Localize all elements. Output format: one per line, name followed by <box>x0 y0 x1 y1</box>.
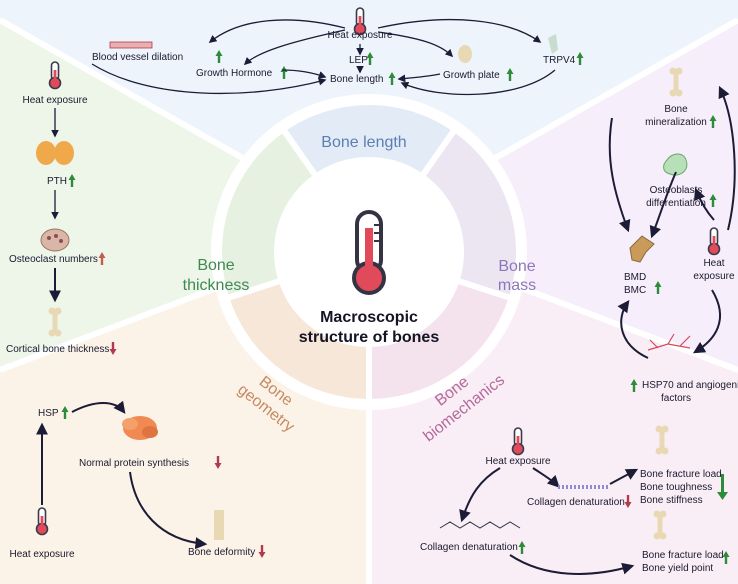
bl-hsp: HSP <box>38 408 59 419</box>
blood-vessel-network-icon <box>647 333 691 351</box>
br-heat-exposure: Heat exposure <box>485 456 550 467</box>
left-pathway: Heat exposure PTH Osteoclast numbers Cor… <box>6 61 117 355</box>
right-bone-mineral-2: mineralization <box>645 117 707 128</box>
br-toughness: Bone toughness <box>640 482 712 493</box>
br-fracture-load-2: Bone fracture load <box>642 550 724 561</box>
segment-label-mass-line1: Bone <box>498 258 535 275</box>
bottom-right-pathway: Heat exposure Collagen denaturation Bone… <box>420 425 730 575</box>
right-thermometer-icon <box>707 227 721 256</box>
br-stiffness: Bone stiffness <box>640 495 703 506</box>
down-arrow-icon <box>717 474 728 500</box>
trpv4-icon <box>548 34 558 54</box>
br-collagen-bottom: Collagen denaturation <box>420 542 518 553</box>
bl-protein-synthesis: Normal protein synthesis <box>79 458 189 469</box>
left-pth: PTH <box>47 176 67 187</box>
right-bone-mineral-1: Bone <box>664 104 688 115</box>
panel-left <box>0 20 369 370</box>
panel-right <box>369 20 738 370</box>
segment-label-thickness-line1: Bone <box>197 257 234 274</box>
segment-label-mass-line2: mass <box>498 277 536 294</box>
center-title-line1: Macroscopic <box>320 309 418 326</box>
bottom-left-pathway: HSP Normal protein synthesis Heat exposu… <box>9 400 266 560</box>
right-bmd: BMD <box>624 272 646 283</box>
osteoblast-icon <box>663 153 688 176</box>
segment-label-thickness-line2: thickness <box>183 277 250 294</box>
right-pathway: Bone mineralization Osteoblasts differen… <box>608 67 738 404</box>
blood-vessel-icon <box>109 41 153 49</box>
center-title-line2: structure of bones <box>299 329 440 346</box>
deformed-bone-icon <box>214 510 224 540</box>
bl-bone-deformity: Bone deformity <box>188 547 255 558</box>
left-heat-exposure: Heat exposure <box>22 95 87 106</box>
segment-label-length: Bone length <box>321 134 406 151</box>
top-heat-exposure: Heat exposure <box>327 30 392 41</box>
top-trpv4: TRPV4 <box>543 55 576 66</box>
growth-plate-icon <box>458 45 472 63</box>
thyroid-icon <box>36 141 74 165</box>
br-fracture-load-1: Bone fracture load <box>640 469 722 480</box>
left-cortical-thickness: Cortical bone thickness <box>6 344 109 355</box>
bmd-bone-icon <box>629 235 655 263</box>
br-thermometer-icon <box>511 427 525 456</box>
left-thermometer-icon <box>48 61 62 90</box>
right-heat-1: Heat <box>703 258 724 269</box>
br-collagen-top: Collagen denaturation <box>527 497 625 508</box>
top-bone-length: Bone length <box>330 74 383 85</box>
top-pathway: Heat exposure Blood vessel dilation LEP … <box>91 7 584 96</box>
top-lep: LEP <box>349 55 368 66</box>
center-thermometer-icon <box>352 210 386 295</box>
right-osteoblasts-1: Osteoblasts <box>650 185 703 196</box>
top-vessel-dilation: Blood vessel dilation <box>92 52 183 63</box>
right-bmc: BMC <box>624 285 646 296</box>
right-heat-2: exposure <box>693 271 735 282</box>
bl-heat-exposure: Heat exposure <box>9 549 74 560</box>
left-osteoclast-numbers: Osteoclast numbers <box>9 254 98 265</box>
protein-icon <box>122 416 158 440</box>
osteoclast-icon <box>40 228 70 252</box>
br-yield-point: Bone yield point <box>642 563 713 574</box>
collagen-molecule-icon <box>439 521 521 529</box>
right-osteoblasts-2: differentiation <box>646 198 706 209</box>
right-hsp70-1: HSP70 and angiogenic <box>642 380 738 391</box>
top-growth-hormone: Growth Hormone <box>196 68 273 79</box>
bl-thermometer-icon <box>35 507 49 536</box>
right-hsp70-2: factors <box>661 393 691 404</box>
top-growth-plate: Growth plate <box>443 70 500 81</box>
